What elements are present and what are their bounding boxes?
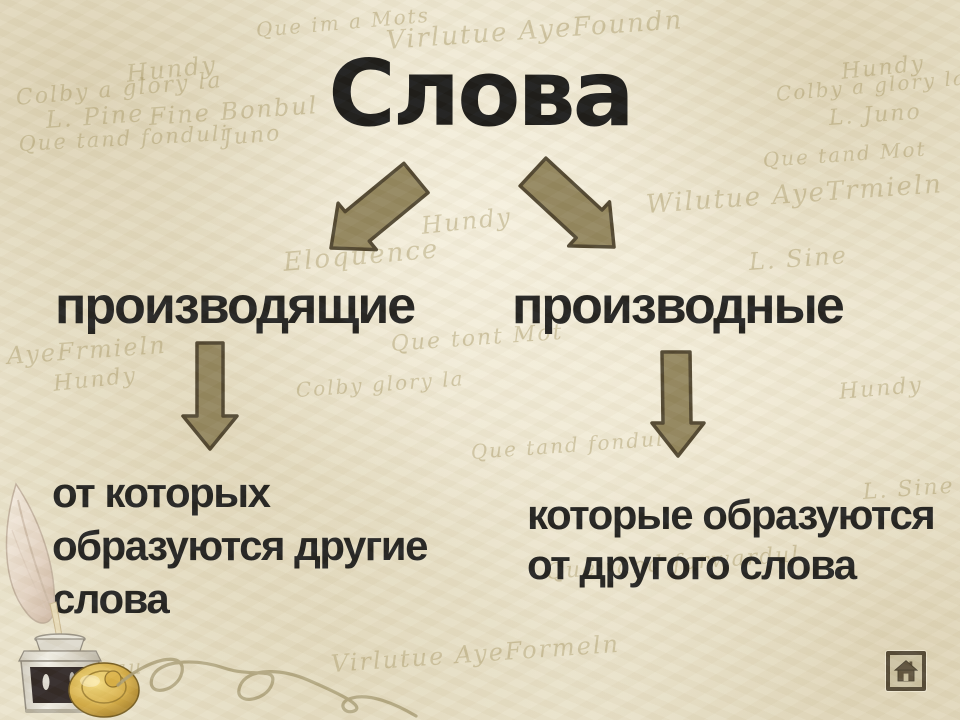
arrow-down-left-branch-icon bbox=[181, 341, 239, 451]
right-branch-label: производные bbox=[512, 277, 845, 335]
slide-title: Слова bbox=[328, 40, 634, 147]
home-button[interactable] bbox=[886, 651, 926, 691]
left-description-line: слова bbox=[52, 575, 170, 622]
background-script-word: Hundy bbox=[52, 363, 139, 397]
feather-icon bbox=[5, 482, 56, 624]
background-script-word: Hundy bbox=[420, 202, 514, 240]
background-script-word: Colby glory la bbox=[295, 366, 466, 402]
background-script-word: L. Sine bbox=[748, 241, 849, 276]
background-script-word: Hundy bbox=[838, 372, 924, 405]
background-script-word: Wilutue AyeTrmieln bbox=[645, 169, 944, 220]
home-icon bbox=[893, 660, 919, 682]
arrow-down-left-icon bbox=[329, 161, 430, 252]
arrow-down-right-icon bbox=[518, 156, 616, 249]
brass-lid-icon bbox=[68, 662, 140, 718]
left-branch-description: от которых образуются другие слова bbox=[52, 466, 428, 625]
ink bbox=[30, 667, 90, 703]
background-script-word: Que tand fondul bbox=[470, 426, 666, 464]
arrow-down-right-branch-icon bbox=[650, 350, 706, 458]
calligraphic-swirl-icon bbox=[116, 657, 418, 718]
left-description-line: образуются другие bbox=[52, 522, 428, 569]
background-script-word: AyeFrmieln bbox=[6, 330, 168, 370]
background-script-word: Juneau bbox=[60, 654, 144, 684]
background-script-word: Eloquence bbox=[282, 234, 441, 278]
left-description-line: от которых bbox=[52, 469, 271, 516]
right-description-line: от другого слова bbox=[527, 541, 857, 588]
right-description-line: которые образуются bbox=[527, 491, 936, 538]
background-script-word: Que im a Mots bbox=[255, 2, 431, 42]
right-branch-description: которые образуются от другого слова bbox=[527, 490, 936, 590]
left-branch-label: производящие bbox=[55, 277, 416, 335]
background-script-word: Virlutue AyeFormeln bbox=[330, 629, 621, 678]
